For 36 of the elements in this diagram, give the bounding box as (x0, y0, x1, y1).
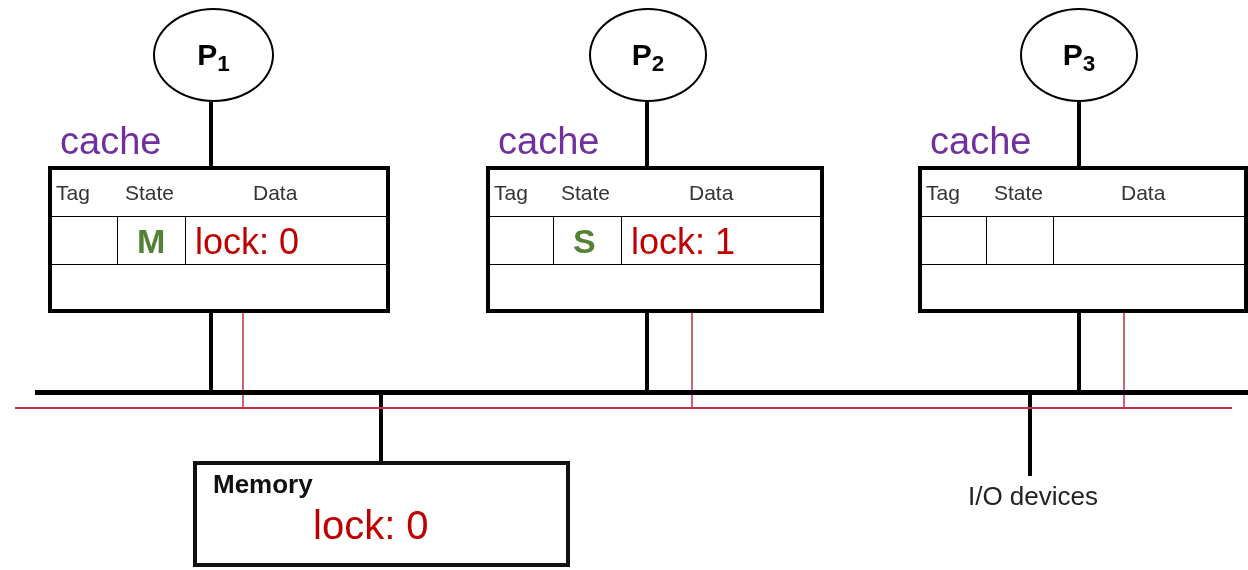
data-value: lock: 1 (631, 224, 736, 260)
io-devices-label: I/O devices (948, 476, 1118, 516)
bus-line (15, 407, 1232, 409)
connector-line (1077, 102, 1081, 166)
state-value: M (137, 224, 166, 258)
column-header: Tag (494, 182, 528, 203)
column-header: State (561, 182, 611, 203)
cache-heading: cache (498, 122, 600, 160)
connector-line (1077, 313, 1081, 390)
connector-line (645, 313, 649, 390)
data-value: lock: 0 (195, 224, 300, 260)
cache-heading: cache (930, 122, 1032, 160)
connector-line (209, 102, 213, 166)
column-header: Tag (926, 182, 960, 203)
connector-line (691, 312, 693, 408)
processor-label: P$_{2}$ (631, 40, 665, 70)
data-value: lock: 0 (313, 505, 429, 545)
cache-heading: cache (60, 122, 162, 160)
column-header: Tag (56, 182, 90, 203)
connector-line (209, 313, 213, 390)
column-header: State (994, 182, 1044, 203)
connector-line (1123, 312, 1125, 408)
memory-box (193, 461, 570, 567)
processor-label: P$_{3}$ (1062, 40, 1096, 70)
column-header: State (125, 182, 175, 203)
column-header: Data (253, 182, 298, 203)
column-header: Data (1121, 182, 1166, 203)
state-value: S (573, 224, 596, 258)
processor-label: P$_{1}$ (197, 40, 230, 70)
connector-line (645, 102, 649, 166)
connector-line (242, 312, 244, 408)
column-header: Data (689, 182, 734, 203)
memory-label: Memory (213, 471, 313, 497)
system-bus (35, 390, 1248, 395)
connector-line (1028, 395, 1032, 476)
connector-line (379, 395, 383, 461)
